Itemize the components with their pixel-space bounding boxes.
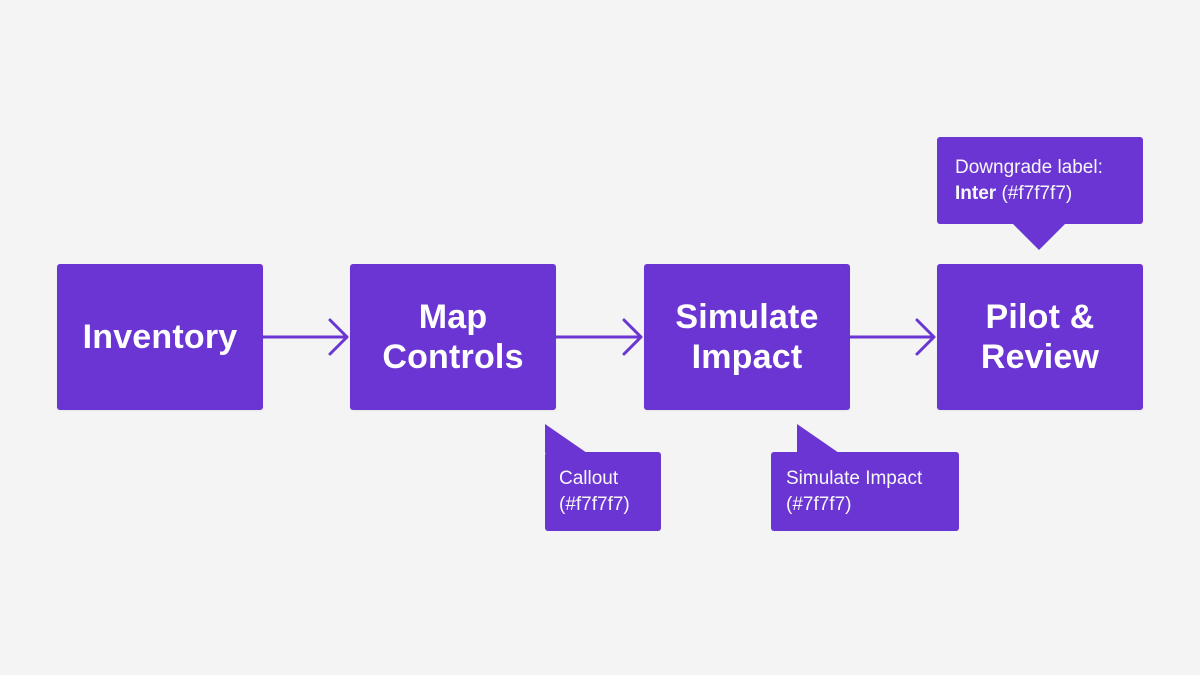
note-line: Callout bbox=[559, 468, 619, 489]
note-line: Inter (#f7f7f7) bbox=[955, 181, 1143, 207]
note-line: Simulate Impact bbox=[786, 468, 923, 489]
top-note-tail bbox=[1013, 224, 1065, 250]
simulate-impact-note: Simulate Impact (#7f7f7) bbox=[771, 452, 959, 531]
step-label: Pilot & Review bbox=[980, 298, 1100, 376]
note-line: (#7f7f7) bbox=[786, 494, 852, 515]
step-simulate-impact: Simulate Impact bbox=[644, 264, 850, 410]
arrow-simulate-impact-to-pilot-review bbox=[848, 318, 936, 356]
step-label: Map Controls bbox=[382, 298, 524, 376]
simulate-note-tail bbox=[797, 424, 839, 453]
step-map-controls: Map Controls bbox=[350, 264, 556, 410]
note-strong-text: Inter bbox=[955, 183, 997, 204]
downgrade-label-note: Downgrade label: Inter (#f7f7f7) bbox=[937, 137, 1143, 224]
callout-note: Callout (#f7f7f7) bbox=[545, 452, 661, 531]
step-label: Inventory bbox=[82, 318, 238, 356]
callout-note-tail bbox=[545, 424, 587, 453]
step-inventory: Inventory bbox=[57, 264, 263, 410]
step-pilot-review: Pilot & Review bbox=[937, 264, 1143, 410]
arrow-map-controls-to-simulate-impact bbox=[554, 318, 643, 356]
note-line: Downgrade label: bbox=[955, 157, 1103, 178]
step-label: Simulate Impact bbox=[675, 298, 819, 376]
note-text: (#f7f7f7) bbox=[996, 183, 1073, 204]
note-line: (#f7f7f7) bbox=[559, 494, 630, 515]
arrow-inventory-to-map-controls bbox=[261, 318, 349, 356]
